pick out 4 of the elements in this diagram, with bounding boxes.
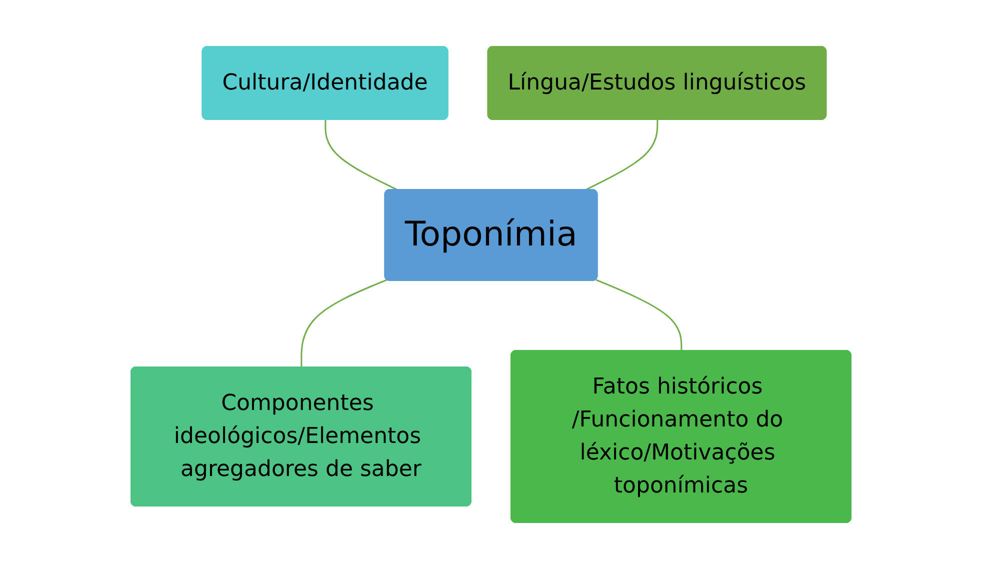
connector xyxy=(584,120,658,191)
connector xyxy=(300,279,387,368)
connector xyxy=(595,279,682,352)
connector xyxy=(324,120,398,191)
